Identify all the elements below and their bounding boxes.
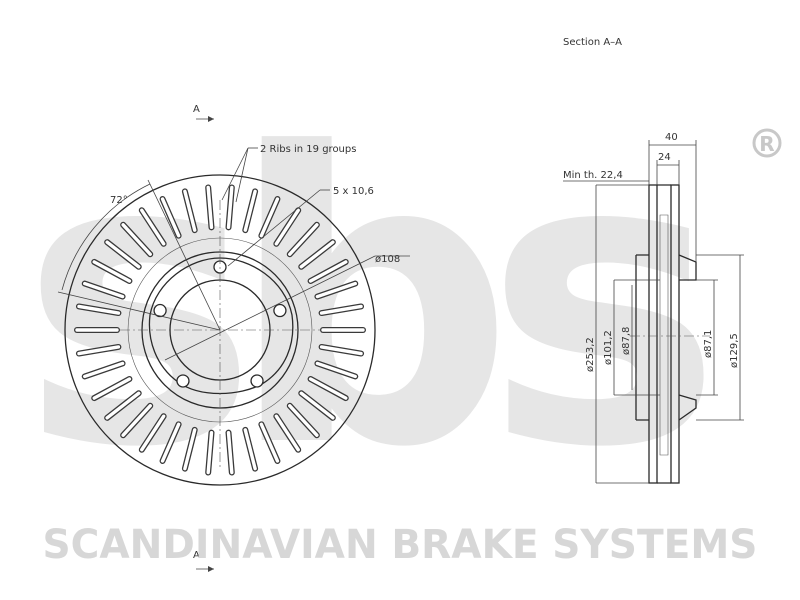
disc-outer-edge bbox=[64, 174, 376, 486]
cooling-rib-gap bbox=[77, 345, 121, 356]
cooling-rib-gap bbox=[183, 428, 197, 471]
sbs-watermark: sbs bbox=[20, 70, 739, 535]
cooling-rib-gap bbox=[259, 197, 280, 238]
cooling-rib-gap bbox=[140, 208, 166, 246]
width-hat-label: 24 bbox=[658, 152, 671, 163]
bolts-leader bbox=[227, 189, 321, 267]
cooling-rib-gap bbox=[288, 223, 319, 256]
cooling-rib-gap bbox=[183, 189, 197, 232]
cooling-rib-gap bbox=[319, 304, 363, 315]
diameter-3: ø87,8 bbox=[621, 327, 632, 355]
cooling-rib-gap bbox=[121, 404, 152, 437]
section-marker-bottom: A bbox=[193, 550, 200, 561]
cooling-rib-gap bbox=[308, 260, 348, 283]
ribs-leader-2 bbox=[235, 147, 249, 203]
cooling-rib-gap bbox=[315, 281, 357, 299]
cooling-rib-gap bbox=[92, 260, 132, 283]
diameter-4: ø87,1 bbox=[703, 330, 714, 358]
cooling-rib-gap bbox=[319, 345, 363, 356]
bolt-hole bbox=[176, 374, 190, 388]
registered-letter: R bbox=[759, 132, 774, 156]
angle-label: 72° bbox=[110, 195, 128, 206]
ribs-leader-1 bbox=[221, 147, 249, 201]
diameter-5: ø129,5 bbox=[729, 333, 740, 368]
cooling-rib-gap bbox=[140, 414, 166, 452]
cooling-rib-gap bbox=[105, 240, 141, 269]
cooling-rib-gap bbox=[243, 428, 257, 471]
cooling-rib-gap bbox=[226, 430, 234, 475]
bolts-label: 5 x 10,6 bbox=[333, 186, 374, 197]
section-view: Section A–A 40 24 Min th. 22,4 ø253,2 bbox=[563, 37, 744, 484]
min-thickness-label: Min th. 22,4 bbox=[563, 170, 623, 181]
cooling-rib-gap bbox=[83, 361, 125, 379]
cooling-rib-gap bbox=[299, 240, 335, 269]
registered-mark: R bbox=[752, 128, 782, 158]
watermark-text: sbs bbox=[20, 70, 709, 535]
front-view: ø108 5 x 10,6 2 Ribs in 19 groups 72° A … bbox=[57, 104, 410, 572]
cooling-rib-gap bbox=[259, 422, 280, 463]
cooling-rib-gap bbox=[308, 377, 348, 400]
cooling-rib-gap bbox=[206, 185, 214, 230]
width-total-label: 40 bbox=[665, 132, 678, 143]
pcd-leader bbox=[164, 255, 376, 361]
cooling-rib-gap bbox=[274, 414, 300, 452]
cooling-rib-gap bbox=[83, 281, 125, 299]
cooling-rib-gap bbox=[92, 377, 132, 400]
angle-arc bbox=[61, 183, 151, 291]
bolt-hole bbox=[273, 303, 287, 318]
cooling-rib-gap bbox=[299, 391, 335, 420]
cooling-rib-gap bbox=[105, 391, 141, 420]
cooling-rib-gap bbox=[160, 422, 181, 463]
cooling-rib-gap bbox=[274, 208, 300, 246]
bolt-hole bbox=[153, 303, 167, 318]
ribs-label: 2 Ribs in 19 groups bbox=[260, 144, 356, 155]
cooling-rib-gap bbox=[226, 185, 234, 230]
section-profile bbox=[630, 184, 710, 484]
cooling-rib-gap bbox=[77, 304, 121, 315]
pcd-label: ø108 bbox=[375, 254, 400, 265]
cooling-rib-gap bbox=[243, 189, 257, 232]
cooling-rib-gap bbox=[160, 197, 181, 238]
cooling-rib-gap bbox=[206, 430, 214, 475]
diameter-dimensions: ø253,2 ø101,2 ø87,8 ø87,1 ø129,5 bbox=[585, 184, 744, 484]
cooling-ribs bbox=[74, 184, 366, 476]
cooling-rib-gap bbox=[288, 404, 319, 437]
section-marker-top: A bbox=[193, 104, 200, 115]
cooling-rib-gap bbox=[315, 361, 357, 379]
bolt-hole bbox=[250, 374, 264, 388]
brand-tagline: SCANDINAVIAN BRAKE SYSTEMS bbox=[43, 522, 758, 568]
cooling-rib-gap bbox=[121, 223, 152, 256]
hub-flange bbox=[148, 257, 294, 395]
diameter-1: ø253,2 bbox=[585, 337, 596, 372]
diameter-2: ø101,2 bbox=[603, 330, 614, 365]
section-title: Section A–A bbox=[563, 37, 622, 48]
